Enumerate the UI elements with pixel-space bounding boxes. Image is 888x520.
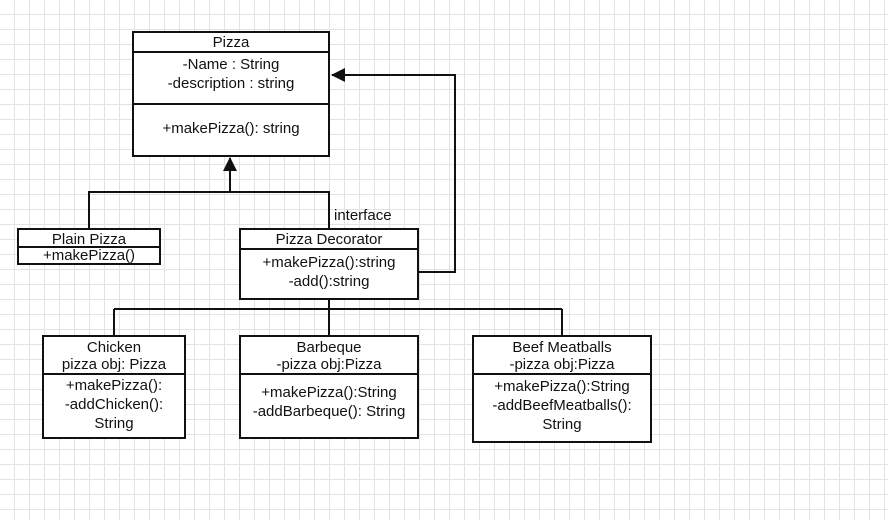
beef-meatballs-method: String [542, 416, 582, 433]
pizza-attribute: -Name : String [182, 56, 280, 73]
plain-pizza-method: +makePizza() [42, 248, 136, 264]
barbeque-attribute: -pizza obj:Pizza [276, 356, 382, 373]
chicken-class-title: Chicken [86, 339, 142, 355]
beef-meatballs-attribute: -pizza obj:Pizza [509, 356, 615, 373]
plain-pizza-class-title: Plain Pizza [19, 230, 159, 248]
beef-meatballs-method: +makePizza():String [494, 378, 630, 395]
barbeque-method: +makePizza():String [261, 384, 397, 401]
pizza-decorator-method: -add():string [288, 273, 370, 290]
plain-pizza-inheritance-line [88, 191, 230, 229]
plain-pizza-methods: +makePizza() [19, 248, 159, 264]
beef-meatballs-attributes: -pizza obj:Pizza [474, 355, 650, 375]
pizza-decorator-method: +makePizza():string [262, 254, 396, 271]
barbeque-class-title: Barbeque [296, 339, 362, 355]
decorator-inheritance-line [230, 191, 330, 229]
barbeque-methods: +makePizza():String -addBarbeque(): Stri… [241, 375, 417, 421]
chicken-attributes: pizza obj: Pizza [44, 355, 184, 375]
barbeque-class[interactable]: Barbeque -pizza obj:Pizza +makePizza():S… [239, 335, 419, 439]
chicken-method: -addChicken(): [64, 396, 164, 413]
pizza-attributes: -Name : String -description : string [134, 53, 328, 105]
pizza-decorator-methods: +makePizza():string -add():string [241, 250, 417, 291]
chicken-method: +makePizza(): [65, 377, 163, 394]
pizza-methods: +makePizza(): string [134, 105, 328, 138]
barbeque-method: -addBarbeque(): String [252, 403, 406, 420]
chicken-attribute: pizza obj: Pizza [61, 356, 167, 373]
pizza-attribute: -description : string [167, 75, 295, 92]
pizza-decorator-class[interactable]: Pizza Decorator +makePizza():string -add… [239, 228, 419, 300]
plain-pizza-class[interactable]: Plain Pizza +makePizza() [17, 228, 161, 265]
beef-meatballs-method: -addBeefMeatballs(): [492, 397, 632, 414]
chicken-methods: +makePizza(): -addChicken(): String [44, 375, 184, 433]
beef-meatballs-class-title: Beef Meatballs [512, 339, 612, 355]
decorator-to-pizza-arrow [331, 68, 456, 273]
pizza-decorator-class-title: Pizza Decorator [241, 230, 417, 250]
beef-meatballs-methods: +makePizza():String -addBeefMeatballs():… [474, 375, 650, 434]
chicken-method: String [94, 415, 134, 432]
chicken-class[interactable]: Chicken pizza obj: Pizza +makePizza(): -… [42, 335, 186, 439]
pizza-class[interactable]: Pizza -Name : String -description : stri… [132, 31, 330, 157]
barbeque-attributes: -pizza obj:Pizza [241, 355, 417, 375]
beef-meatballs-class[interactable]: Beef Meatballs -pizza obj:Pizza +makePiz… [472, 335, 652, 443]
interface-label: interface [334, 207, 392, 224]
pizza-method: +makePizza(): string [162, 120, 300, 137]
pizza-class-title: Pizza [134, 33, 328, 53]
